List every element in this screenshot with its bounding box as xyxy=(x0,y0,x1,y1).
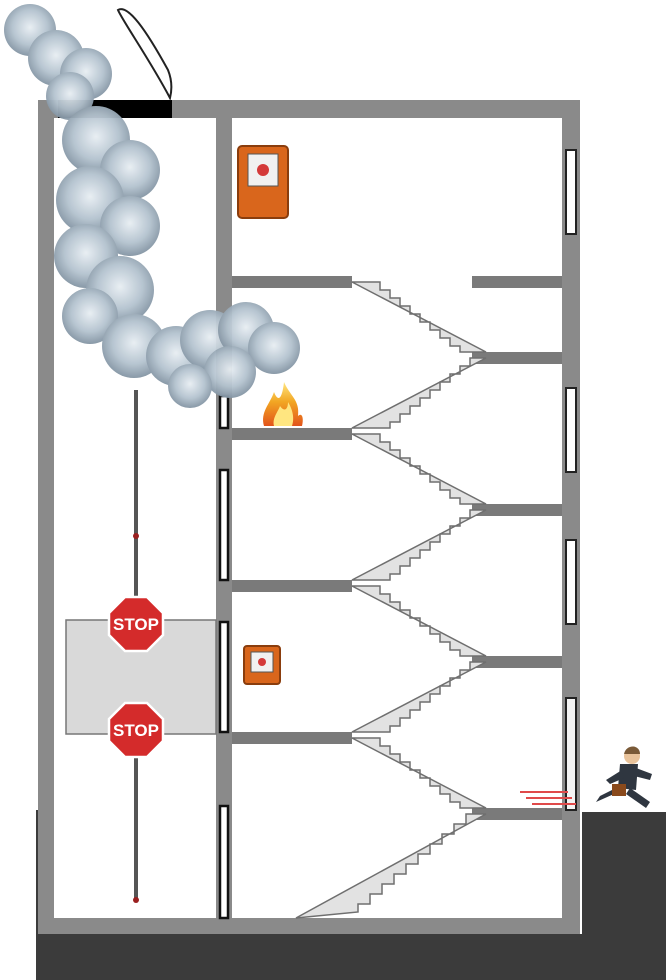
alarm-button xyxy=(258,658,266,666)
stop-sign-label: STOP xyxy=(113,721,159,740)
smoke-puff xyxy=(46,72,94,120)
landing-3 xyxy=(472,656,562,668)
landing-4 xyxy=(472,808,562,820)
stop-sign-label: STOP xyxy=(113,615,159,634)
window-2 xyxy=(565,387,577,473)
stop-sign-icon xyxy=(107,701,165,759)
stop-sign-upper: STOP xyxy=(107,595,165,653)
ground xyxy=(36,810,666,980)
smoke-puff xyxy=(248,322,300,374)
door-floor-5 xyxy=(218,804,230,920)
base-slab xyxy=(38,918,580,934)
person-briefcase xyxy=(612,784,626,796)
smoke-puff xyxy=(100,196,160,256)
person-torso xyxy=(618,764,638,790)
fire-alarm-call-point-icon xyxy=(237,145,289,219)
ground-right-block xyxy=(582,812,666,980)
person-hair xyxy=(624,746,640,754)
smoke-puff xyxy=(168,364,212,408)
stair-flight-1 xyxy=(351,281,487,353)
smoke-puff xyxy=(204,346,256,398)
stair-flight-8 xyxy=(295,813,487,919)
stair-flight-6 xyxy=(351,661,487,733)
window-1 xyxy=(565,149,577,235)
stop-sign-icon xyxy=(107,595,165,653)
stair-flight-2 xyxy=(351,357,487,429)
smoke-plume xyxy=(4,4,300,408)
stair-flight-3 xyxy=(351,433,487,505)
window-4-open xyxy=(565,697,577,811)
floor-slabs xyxy=(232,276,562,820)
floor-slab-3 xyxy=(232,580,352,592)
floor-slab-4 xyxy=(232,732,352,744)
person-arm-back xyxy=(606,770,624,784)
fire-flame-icon xyxy=(263,382,303,426)
staircase xyxy=(295,281,487,919)
door-floor-4 xyxy=(218,620,230,734)
fire-alarm-call-point-icon xyxy=(243,645,281,685)
flame-inner xyxy=(273,402,294,426)
left-outer-wall xyxy=(38,100,54,934)
running-person-icon xyxy=(520,746,652,808)
roof-slab xyxy=(38,100,580,118)
stair-flight-4 xyxy=(351,509,487,581)
cable-marker xyxy=(133,897,139,903)
door-floor-2 xyxy=(218,394,230,430)
cable-marker xyxy=(133,533,139,539)
roof-hatch-lid xyxy=(116,8,173,101)
windows xyxy=(565,149,577,811)
person-leg-front xyxy=(626,788,650,808)
shaft-doors xyxy=(218,394,230,920)
window-3 xyxy=(565,539,577,625)
floor-slab-1 xyxy=(232,276,352,288)
stop-sign-lower: STOP xyxy=(107,701,165,759)
door-floor-3 xyxy=(218,468,230,582)
stair-flight-7 xyxy=(351,737,487,809)
stair-flight-5 xyxy=(351,585,487,657)
ground-slab xyxy=(38,934,666,980)
person-arm-front xyxy=(634,768,652,780)
landing-2 xyxy=(472,504,562,516)
alarm-button xyxy=(257,164,269,176)
landing-1 xyxy=(472,352,562,364)
floor-slab-2 xyxy=(232,428,352,440)
smoke-puff xyxy=(62,288,118,344)
floor-slab-1-right xyxy=(472,276,562,288)
